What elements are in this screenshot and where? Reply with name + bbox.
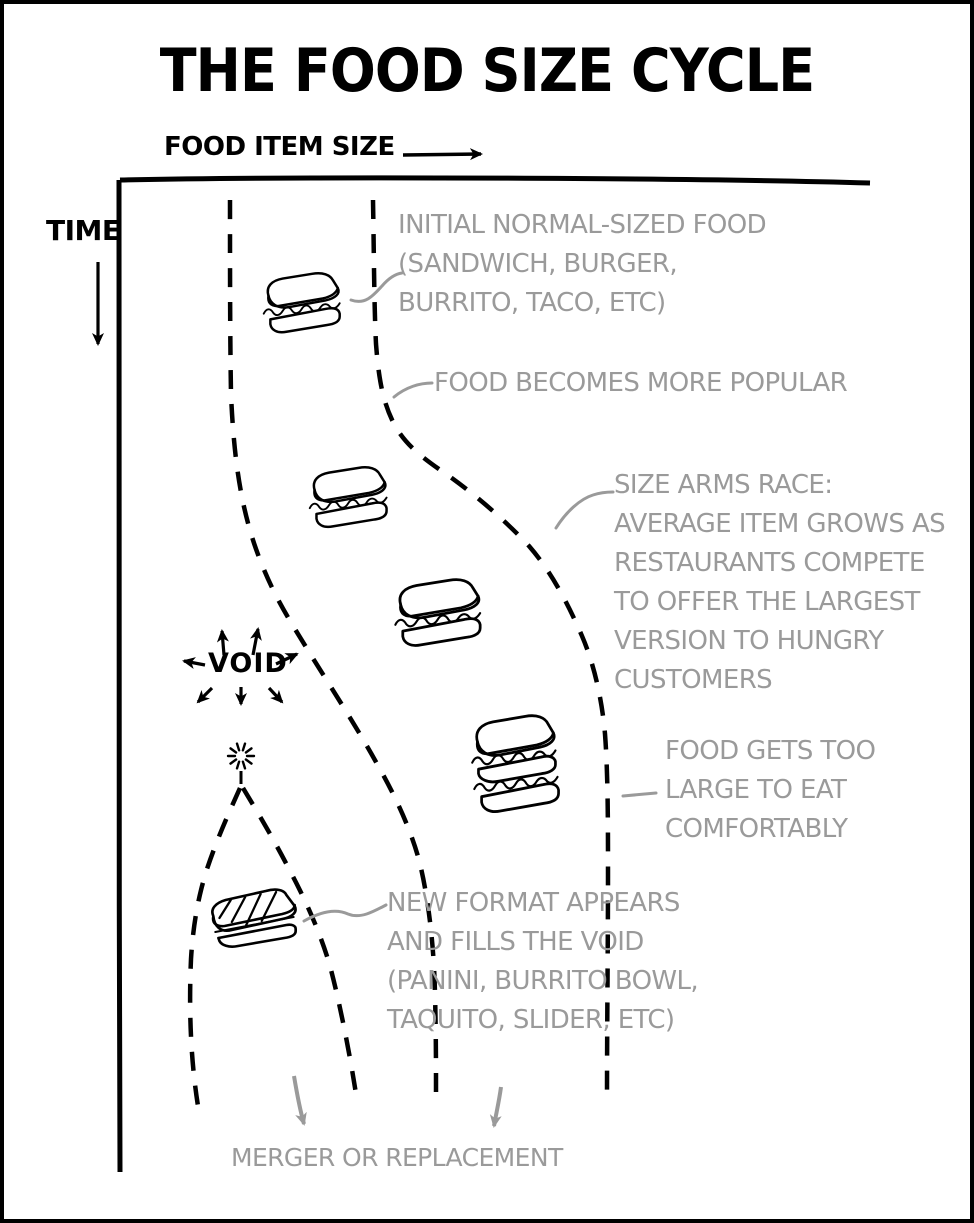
annotation-new-format: NEW FORMAT APPEARS AND FILLS THE VOID (P…	[387, 888, 699, 1035]
sandwich-small-icon	[262, 271, 341, 334]
void-label: VOID	[208, 648, 288, 679]
x-axis-label: FOOD ITEM SIZE	[164, 132, 395, 162]
annotation-too-large: FOOD GETS TOO LARGE TO EAT COMFORTABLY	[665, 736, 876, 844]
band-right-curve	[370, 199, 611, 1100]
y-axis-label: TIME	[46, 214, 121, 247]
connector-new-format	[302, 903, 388, 923]
connector-too-large	[621, 791, 658, 798]
band-left-curve	[227, 199, 439, 1097]
annotation-merger: MERGER OR REPLACEMENT	[231, 1143, 563, 1172]
merger-arrow-left-icon	[292, 1075, 307, 1126]
panini-icon	[211, 888, 298, 948]
page-title: THE FOOD SIZE CYCLE	[159, 36, 815, 106]
y-axis-line	[116, 179, 123, 1173]
annotation-arms-race: SIZE ARMS RACE: AVERAGE ITEM GROWS AS RE…	[614, 470, 946, 695]
annotation-initial-food: INITIAL NORMAL-SIZED FOOD (SANDWICH, BUR…	[398, 210, 767, 318]
void-arrows-icon	[182, 627, 299, 706]
starburst-icon	[226, 742, 256, 770]
sandwich-medium-icon	[308, 465, 388, 529]
annotation-becomes-popular: FOOD BECOMES MORE POPULAR	[434, 368, 848, 398]
diagram-artwork	[92, 148, 871, 1173]
sandwich-large-icon	[393, 578, 482, 647]
x-axis-line	[119, 175, 871, 186]
sandwich-double-icon	[471, 714, 560, 813]
connector-initial-food	[349, 271, 404, 303]
new-band-right-curve	[241, 786, 359, 1095]
connector-becomes-popular	[392, 381, 434, 399]
new-band-left-curve	[187, 787, 243, 1107]
connector-arms-race	[554, 490, 615, 530]
x-axis-arrow-icon	[402, 148, 483, 161]
merger-arrow-right-icon	[489, 1086, 503, 1128]
